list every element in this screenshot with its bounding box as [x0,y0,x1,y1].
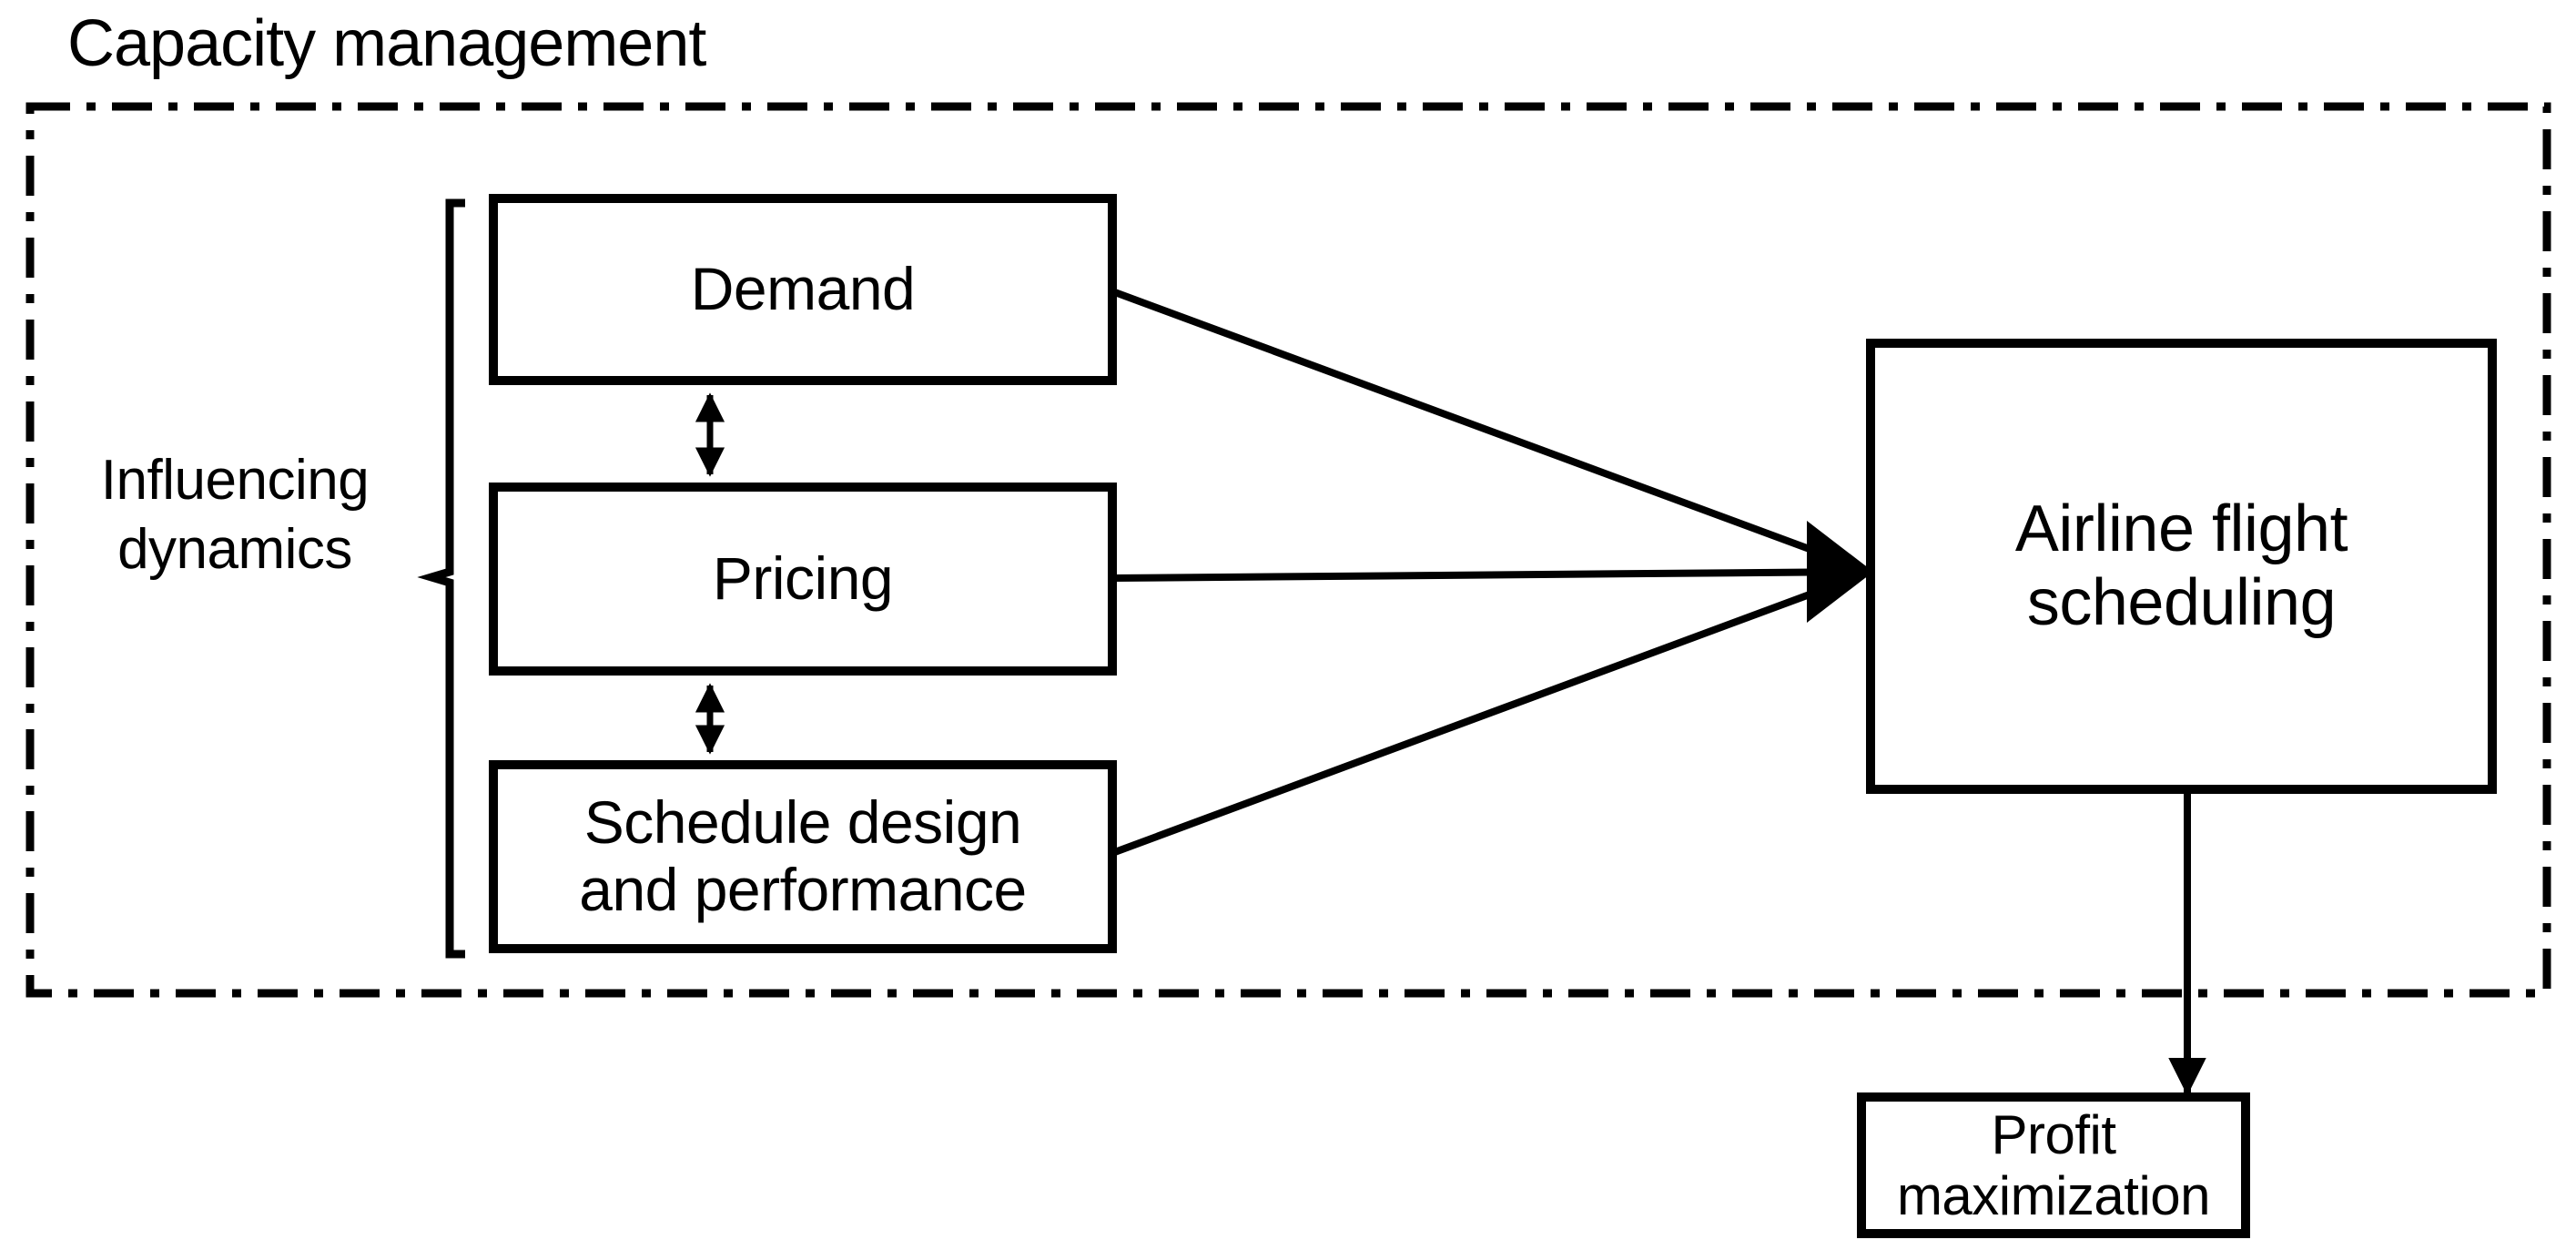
influencing-dynamics-label: Influencing dynamics [100,449,370,581]
page-title: Capacity management [67,7,706,80]
node-box-airline-flight-scheduling[interactable] [1866,339,2497,794]
node-box-pricing[interactable] [489,483,1117,676]
edge-schedule-to-airline [1111,570,1868,857]
edge-pricing-to-airline [1111,568,1867,582]
node-box-schedule-design-and-performance[interactable] [489,760,1117,953]
capacity-management-boundary [25,102,2551,998]
edge-demand-to-airline [1111,288,1868,574]
node-box-profit-maximization[interactable] [1857,1092,2250,1238]
influencing-dynamics-brace [417,198,465,959]
edge-converging-arrowhead [1807,521,1873,623]
node-box-demand[interactable] [489,194,1117,385]
